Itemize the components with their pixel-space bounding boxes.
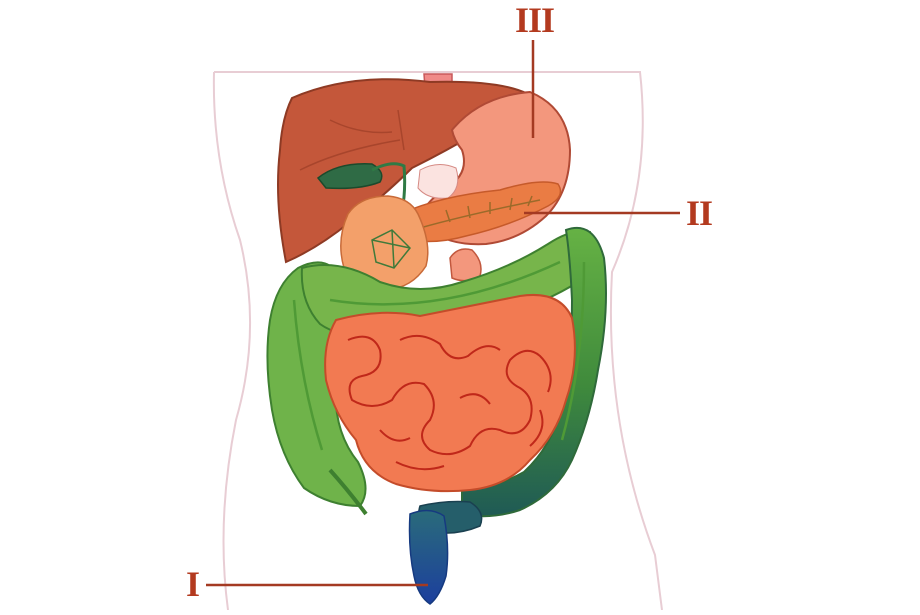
stomach-highlight bbox=[417, 164, 459, 199]
label-III: III bbox=[515, 0, 555, 40]
colon-taenia bbox=[292, 260, 586, 451]
body-outline bbox=[212, 71, 663, 611]
appendix bbox=[328, 468, 368, 516]
gallbladder bbox=[316, 163, 383, 190]
liver-vessels bbox=[299, 109, 405, 171]
label-I: I bbox=[186, 564, 200, 604]
bile-duct bbox=[371, 162, 407, 213]
small-intestine-folds bbox=[347, 334, 552, 471]
small-pouch bbox=[449, 248, 482, 282]
rectum bbox=[408, 509, 449, 605]
pancreatic-duct bbox=[419, 195, 541, 229]
label-II: II bbox=[686, 193, 713, 233]
pancreas bbox=[399, 181, 562, 243]
duodenum-vessels bbox=[371, 229, 412, 269]
small-intestine bbox=[324, 294, 576, 493]
